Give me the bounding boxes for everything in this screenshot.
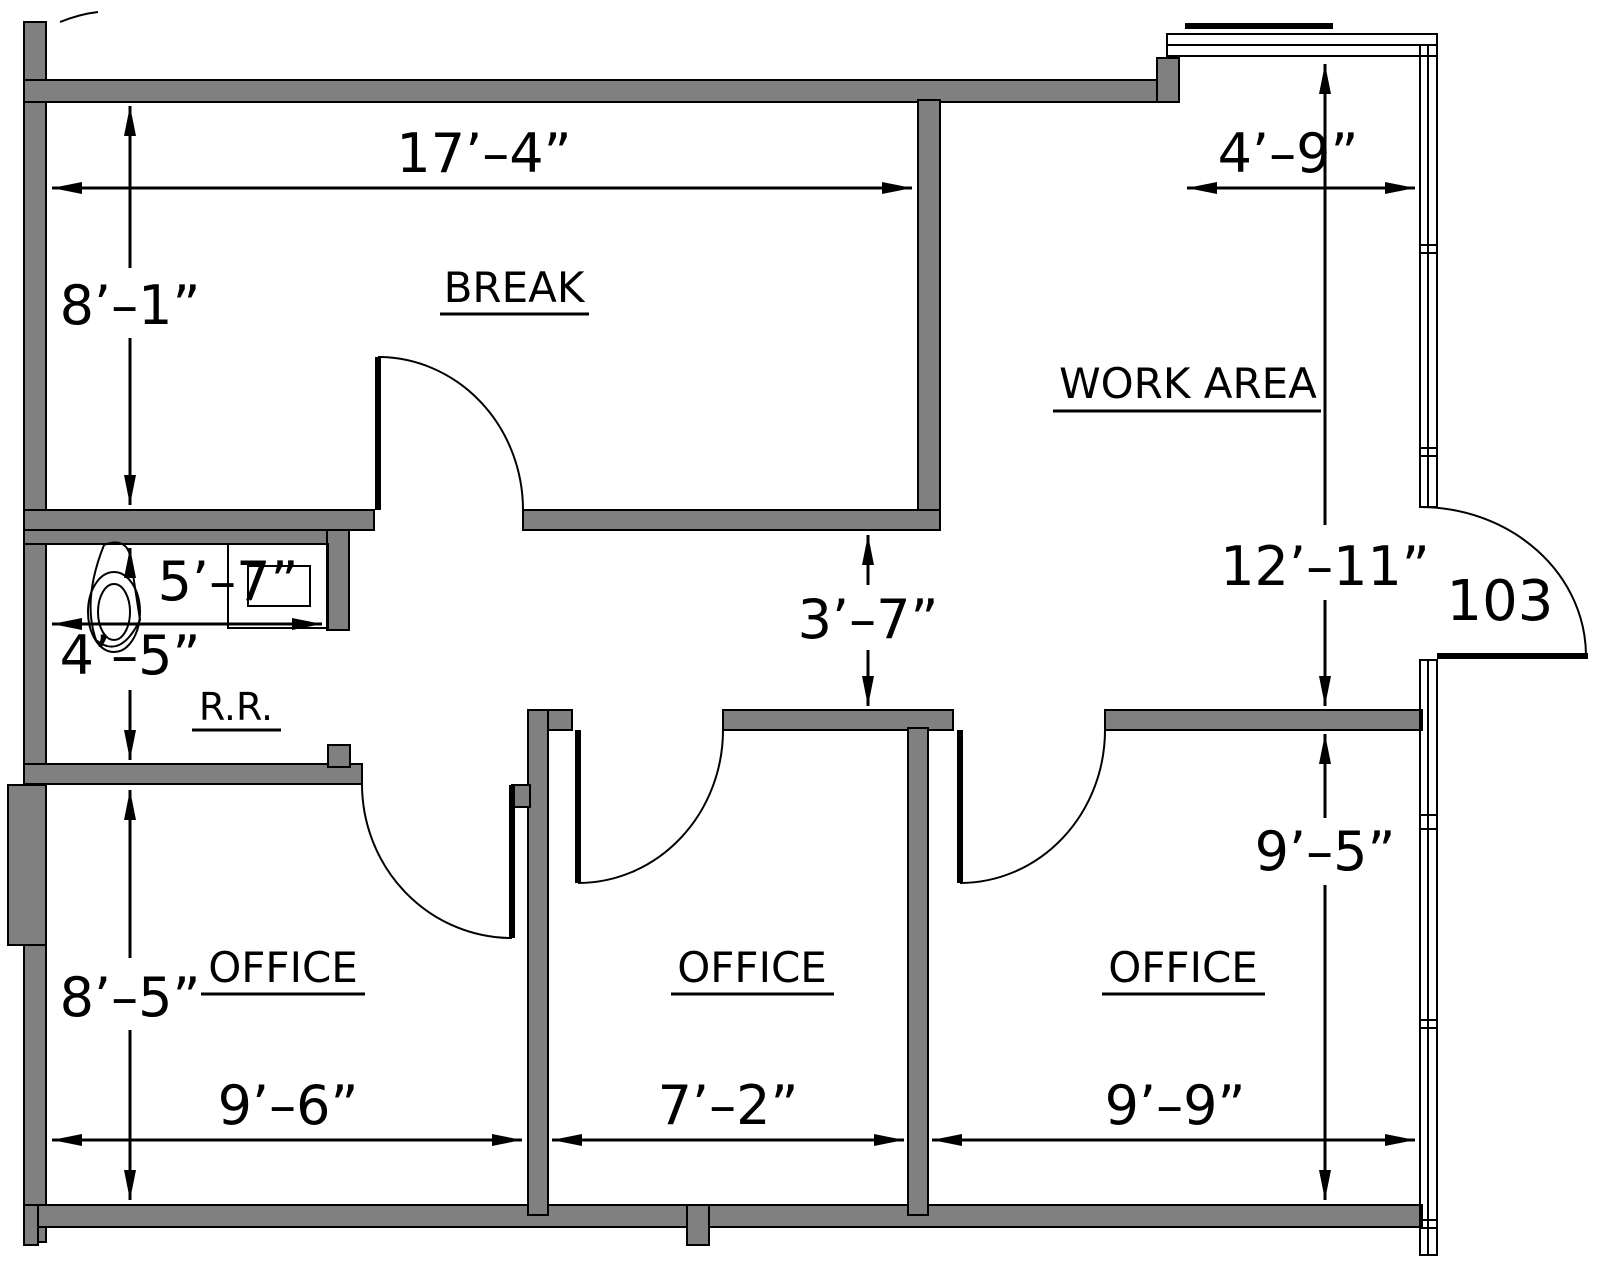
window-joint-2 xyxy=(1419,447,1438,457)
suite-number: 103 xyxy=(1447,569,1554,634)
wall-break-right xyxy=(917,99,941,531)
window-joint-4 xyxy=(1419,1019,1438,1029)
dim-rr-width-b: 4’–5” xyxy=(60,624,201,687)
dim-office-1-width: 9’–6” xyxy=(218,1074,359,1137)
window-joint-3 xyxy=(1419,814,1438,830)
door-entry-swing xyxy=(1419,506,1587,657)
wall-office-1-2 xyxy=(527,709,549,1216)
dim-work-width: 4’–9” xyxy=(1218,122,1359,185)
dim-break-width: 17’–4” xyxy=(396,122,571,185)
dim-office-depth-right: 9’–5” xyxy=(1255,820,1396,883)
door-break-swing xyxy=(377,356,524,511)
dim-office-depth-left: 8’–5” xyxy=(60,966,201,1029)
wall-bottom xyxy=(23,1204,1423,1228)
dim-break-depth: 8’–1” xyxy=(60,274,201,337)
wall-top xyxy=(23,79,1180,103)
wall-bottom-stub-left xyxy=(23,1204,39,1246)
dim-office-3-width: 9’–9” xyxy=(1105,1074,1246,1137)
window-joint-5 xyxy=(1419,1219,1438,1229)
room-label-office-2: OFFICE xyxy=(677,943,827,992)
wall-break-bottom-right xyxy=(522,509,941,531)
toilet-bowl xyxy=(87,571,141,653)
room-label-work-area: WORK AREA xyxy=(1059,359,1317,408)
room-label-office-1: OFFICE xyxy=(208,943,358,992)
doors xyxy=(361,356,1588,939)
wall-bottom-stub xyxy=(686,1204,710,1246)
wall-rr-top xyxy=(23,529,350,545)
dim-office-2-width: 7’–2” xyxy=(658,1074,799,1137)
wall-break-bottom-left xyxy=(23,509,375,531)
room-label-office-3: OFFICE xyxy=(1108,943,1258,992)
room-labels: BREAK WORK AREA R.R. OFFICE OFFICE OFFIC… xyxy=(192,263,1554,996)
wall-office-3-top xyxy=(1104,709,1423,731)
toilet-bowl-inner xyxy=(97,583,131,641)
walls xyxy=(7,21,1423,1246)
dimension-labels: 17’–4” 8’–1” 4’–9” 12’–11” 5’–7” 4’–5” 3… xyxy=(60,122,1430,1137)
top-left-arc xyxy=(59,11,99,23)
wall-office-2-3 xyxy=(907,727,929,1216)
sink xyxy=(247,565,311,607)
wall-rr-bottom xyxy=(23,763,363,785)
window-joint-1 xyxy=(1419,244,1438,254)
door-office-1-swing xyxy=(361,783,513,939)
wall-left-jamb xyxy=(7,784,47,946)
door-office-2-swing xyxy=(577,729,724,884)
wall-office-2-top xyxy=(722,709,954,731)
dimension-lines xyxy=(52,64,1415,1200)
window-wall xyxy=(59,11,1438,1256)
room-label-restroom: R.R. xyxy=(199,685,273,729)
dim-rr-width-a: 5’–7” xyxy=(158,550,299,613)
wall-rr-right xyxy=(326,529,350,631)
room-label-break: BREAK xyxy=(444,263,586,312)
wall-rr-bottom-stub xyxy=(327,744,351,768)
door-office-3-swing xyxy=(959,729,1106,884)
dim-corridor: 3’–7” xyxy=(798,588,939,651)
wall-left-outer xyxy=(23,21,47,1243)
dim-work-depth: 12’–11” xyxy=(1220,535,1430,598)
wall-top-step xyxy=(1156,57,1180,103)
